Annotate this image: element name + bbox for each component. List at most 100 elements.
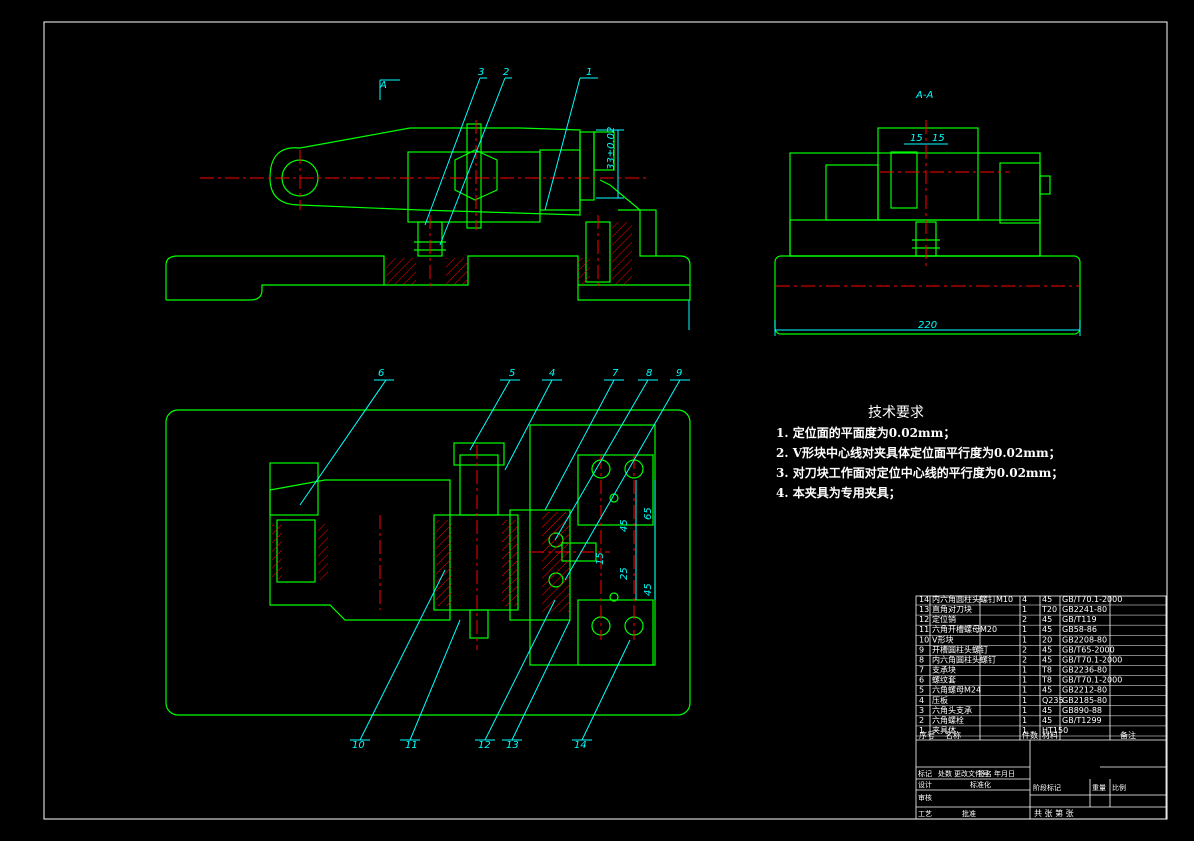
parts-cell: 1 [1022, 635, 1027, 644]
dim-15a: 15 [910, 133, 923, 144]
parts-cell: 6 [919, 676, 924, 685]
sheet-count: 共 张 第 张 [1034, 808, 1074, 818]
title-block-label: 年月日 [994, 769, 1015, 778]
parts-cell: GB/T70.1-2000 [1062, 676, 1122, 685]
parts-cell: GB2241-80 [1062, 605, 1107, 614]
parts-cell: 1 [1022, 726, 1027, 735]
parts-cell: 4 [1022, 595, 1027, 604]
title-block-label: 标记 [918, 769, 932, 778]
parts-cell: 14 [919, 595, 929, 604]
side-dims [774, 143, 1081, 336]
parts-cell: 2 [1022, 615, 1027, 624]
parts-cell: 螺纹套 [932, 675, 956, 685]
parts-cell: 内六角圆柱头螺钉M10 [932, 594, 1013, 604]
parts-cell: HT150 [1042, 726, 1068, 735]
balloon-7: 7 [612, 368, 619, 379]
parts-cell: GB/T1299 [1062, 716, 1102, 725]
dim-220: 220 [918, 320, 937, 331]
parts-cell: GB/T119 [1062, 615, 1097, 624]
side-centerlines [776, 120, 1080, 287]
parts-cell: 1 [1022, 605, 1027, 614]
parts-cell: 2 [919, 716, 924, 725]
parts-cell: GB/T70.1-2000 [1062, 595, 1122, 604]
parts-cell: 45 [1042, 645, 1052, 654]
parts-cell: T8 [1041, 676, 1052, 685]
top-centerlines [379, 445, 635, 650]
parts-cell: 45 [1042, 615, 1052, 624]
parts-cell: 开槽圆柱头螺钉 [932, 644, 988, 654]
parts-cell: 夹具体 [932, 725, 956, 735]
parts-header-cell: 备注 [1120, 730, 1136, 740]
parts-cell: 直角对刀块 [932, 604, 972, 614]
parts-cell: 1 [1022, 706, 1027, 715]
parts-cell: 1 [1022, 625, 1027, 634]
parts-cell: GB/T65-2000 [1062, 645, 1115, 654]
balloon-5: 5 [509, 368, 515, 379]
parts-header-cell: 名称 [945, 730, 961, 740]
title-block-label: 设计 [918, 780, 932, 789]
parts-cell: 1 [919, 726, 924, 735]
parts-cell: 1 [1022, 676, 1027, 685]
parts-cell: 定位销 [932, 614, 956, 624]
title-block-label: 签名 [978, 769, 992, 778]
parts-cell: 3 [919, 706, 924, 715]
parts-cell: V形块 [932, 634, 953, 644]
dim-15b: 15 [932, 133, 945, 144]
parts-cell: 45 [1042, 595, 1052, 604]
parts-header-cell: 材料 [1042, 730, 1058, 740]
title-block-label: 阶段标记 [1033, 783, 1061, 792]
parts-cell: 20 [1042, 635, 1052, 644]
parts-cell: 45 [1042, 625, 1052, 634]
parts-header-cell: 序号 [919, 730, 935, 740]
parts-cell: GB890-88 [1062, 706, 1102, 715]
parts-cell: 六角开槽螺母M20 [932, 624, 997, 634]
parts-cell: Q235 [1042, 696, 1064, 705]
parts-cell: 13 [919, 605, 929, 614]
parts-cell: 45 [1042, 716, 1052, 725]
parts-cell: 压板 [932, 695, 948, 705]
parts-cell: 5 [919, 686, 924, 695]
balloon-11: 11 [405, 740, 418, 751]
parts-cell: 支承块 [932, 665, 956, 675]
section-label-aa: A-A [915, 90, 933, 101]
title-block-label: 标准化 [970, 780, 991, 789]
balloon-6: 6 [378, 368, 384, 379]
balloon-10: 10 [352, 740, 365, 751]
balloon-12: 12 [478, 740, 491, 751]
title-block-label: 工艺 [918, 810, 932, 818]
front-hatch [386, 222, 632, 284]
dim-65: 65 [643, 507, 654, 520]
parts-cell: 9 [919, 645, 924, 654]
parts-list-header: 序号名称件数材料备注 [919, 730, 1136, 740]
title-block-label: 审核 [918, 793, 932, 802]
parts-cell: 1 [1022, 666, 1027, 675]
drawing-border [43, 21, 1168, 820]
balloon-13: 13 [506, 740, 519, 751]
parts-cell: 10 [919, 635, 929, 644]
parts-cell: T8 [1041, 666, 1052, 675]
parts-cell: GB/T70.1-2000 [1062, 655, 1122, 664]
parts-cell: 1 [1022, 686, 1027, 695]
balloon-2: 2 [503, 67, 509, 78]
front-centerlines [200, 120, 650, 288]
parts-cell: 8 [919, 655, 924, 664]
title-block-label: 重量 [1092, 784, 1106, 792]
title-block-label: 更改文件号 [954, 769, 989, 778]
title-block-label: 处数 [938, 769, 952, 778]
tech-requirement-2: 2. V形块中心线对夹具体定位面平行度为0.02mm； [776, 446, 1061, 460]
title-block: 标记处数更改文件号签名年月日设计标准化审核工艺批准阶段标记重量比例 [918, 769, 1126, 818]
parts-cell: 1 [1022, 696, 1027, 705]
parts-cell: 11 [919, 625, 929, 634]
title-block-label: 批准 [962, 809, 976, 818]
dim-25: 25 [619, 567, 630, 580]
parts-cell: GB2236-80 [1062, 666, 1107, 675]
dim-45a: 45 [619, 519, 630, 532]
tech-requirement-3: 3. 对刀块工作面对定位中心线的平行度为0.02mm； [776, 466, 1064, 480]
balloon-3: 3 [478, 67, 484, 78]
front-leaders [379, 77, 690, 330]
balloon-9: 9 [676, 368, 682, 379]
parts-cell: 1 [1022, 716, 1027, 725]
parts-cell: GB58-86 [1062, 625, 1097, 634]
